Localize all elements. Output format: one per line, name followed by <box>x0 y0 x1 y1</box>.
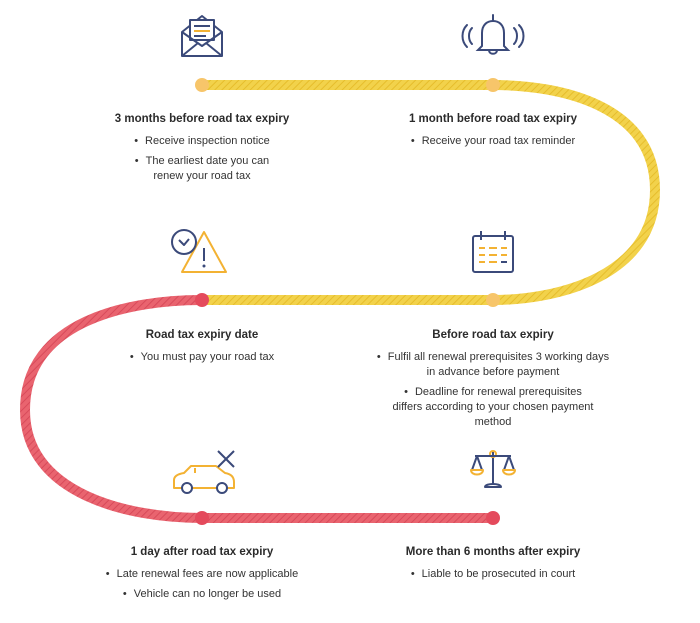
step-title: Before road tax expiry <box>432 329 554 341</box>
step-6-months-after: More than 6 months after expiry Liable t… <box>358 545 628 587</box>
step-1-month-before: 1 month before road tax expiry Receive y… <box>358 112 628 154</box>
car-cross-icon <box>173 450 235 494</box>
step-bullets: Receive inspection notice The earliest d… <box>67 134 337 184</box>
yellow-path-segment <box>202 80 661 305</box>
step-3-months-before: 3 months before road tax expiry Receive … <box>67 112 337 189</box>
step-1-day-after: 1 day after road tax expiry Late renewal… <box>67 545 337 607</box>
step-title: 1 month before road tax expiry <box>408 113 578 125</box>
bell-icon <box>461 14 525 55</box>
step-bullets: Receive your road tax reminder <box>358 134 628 149</box>
step-bullets: Fulfil all renewal prerequisites 3 worki… <box>358 350 628 430</box>
timeline-dot <box>486 511 500 525</box>
step-bullet: Fulfil all renewal prerequisites 3 worki… <box>358 350 628 380</box>
step-title: More than 6 months after expiry <box>405 546 581 558</box>
step-bullet: Deadline for renewal prerequisites diffe… <box>358 385 628 430</box>
step-title: 1 day after road tax expiry <box>130 546 274 558</box>
step-bullet: Late renewal fees are now applicable <box>67 567 337 582</box>
step-bullet: Liable to be prosecuted in court <box>358 567 628 582</box>
calendar-icon <box>472 231 514 273</box>
timeline-dot <box>486 293 500 307</box>
timeline-dot <box>195 293 209 307</box>
envelope-icon <box>181 15 223 57</box>
timeline-dot <box>195 78 209 92</box>
step-expiry-date: Road tax expiry date You must pay your r… <box>67 328 337 370</box>
step-bullet: The earliest date you can renew your roa… <box>67 154 337 184</box>
step-bullet: Receive inspection notice <box>67 134 337 149</box>
timeline-dot <box>486 78 500 92</box>
step-title: Road tax expiry date <box>145 329 259 341</box>
clock-warning-icon <box>171 229 227 273</box>
step-bullets: You must pay your road tax <box>67 350 337 365</box>
step-before-expiry: Before road tax expiry Fulfil all renewa… <box>358 328 628 435</box>
step-bullet: You must pay your road tax <box>67 350 337 365</box>
step-title: 3 months before road tax expiry <box>114 113 290 125</box>
step-bullets: Liable to be prosecuted in court <box>358 567 628 582</box>
red-path-segment <box>19 295 493 523</box>
timeline-dot <box>195 511 209 525</box>
scales-icon <box>470 450 516 488</box>
step-bullet: Receive your road tax reminder <box>358 134 628 149</box>
step-bullets: Late renewal fees are now applicable Veh… <box>67 567 337 602</box>
step-bullet: Vehicle can no longer be used <box>67 587 337 602</box>
